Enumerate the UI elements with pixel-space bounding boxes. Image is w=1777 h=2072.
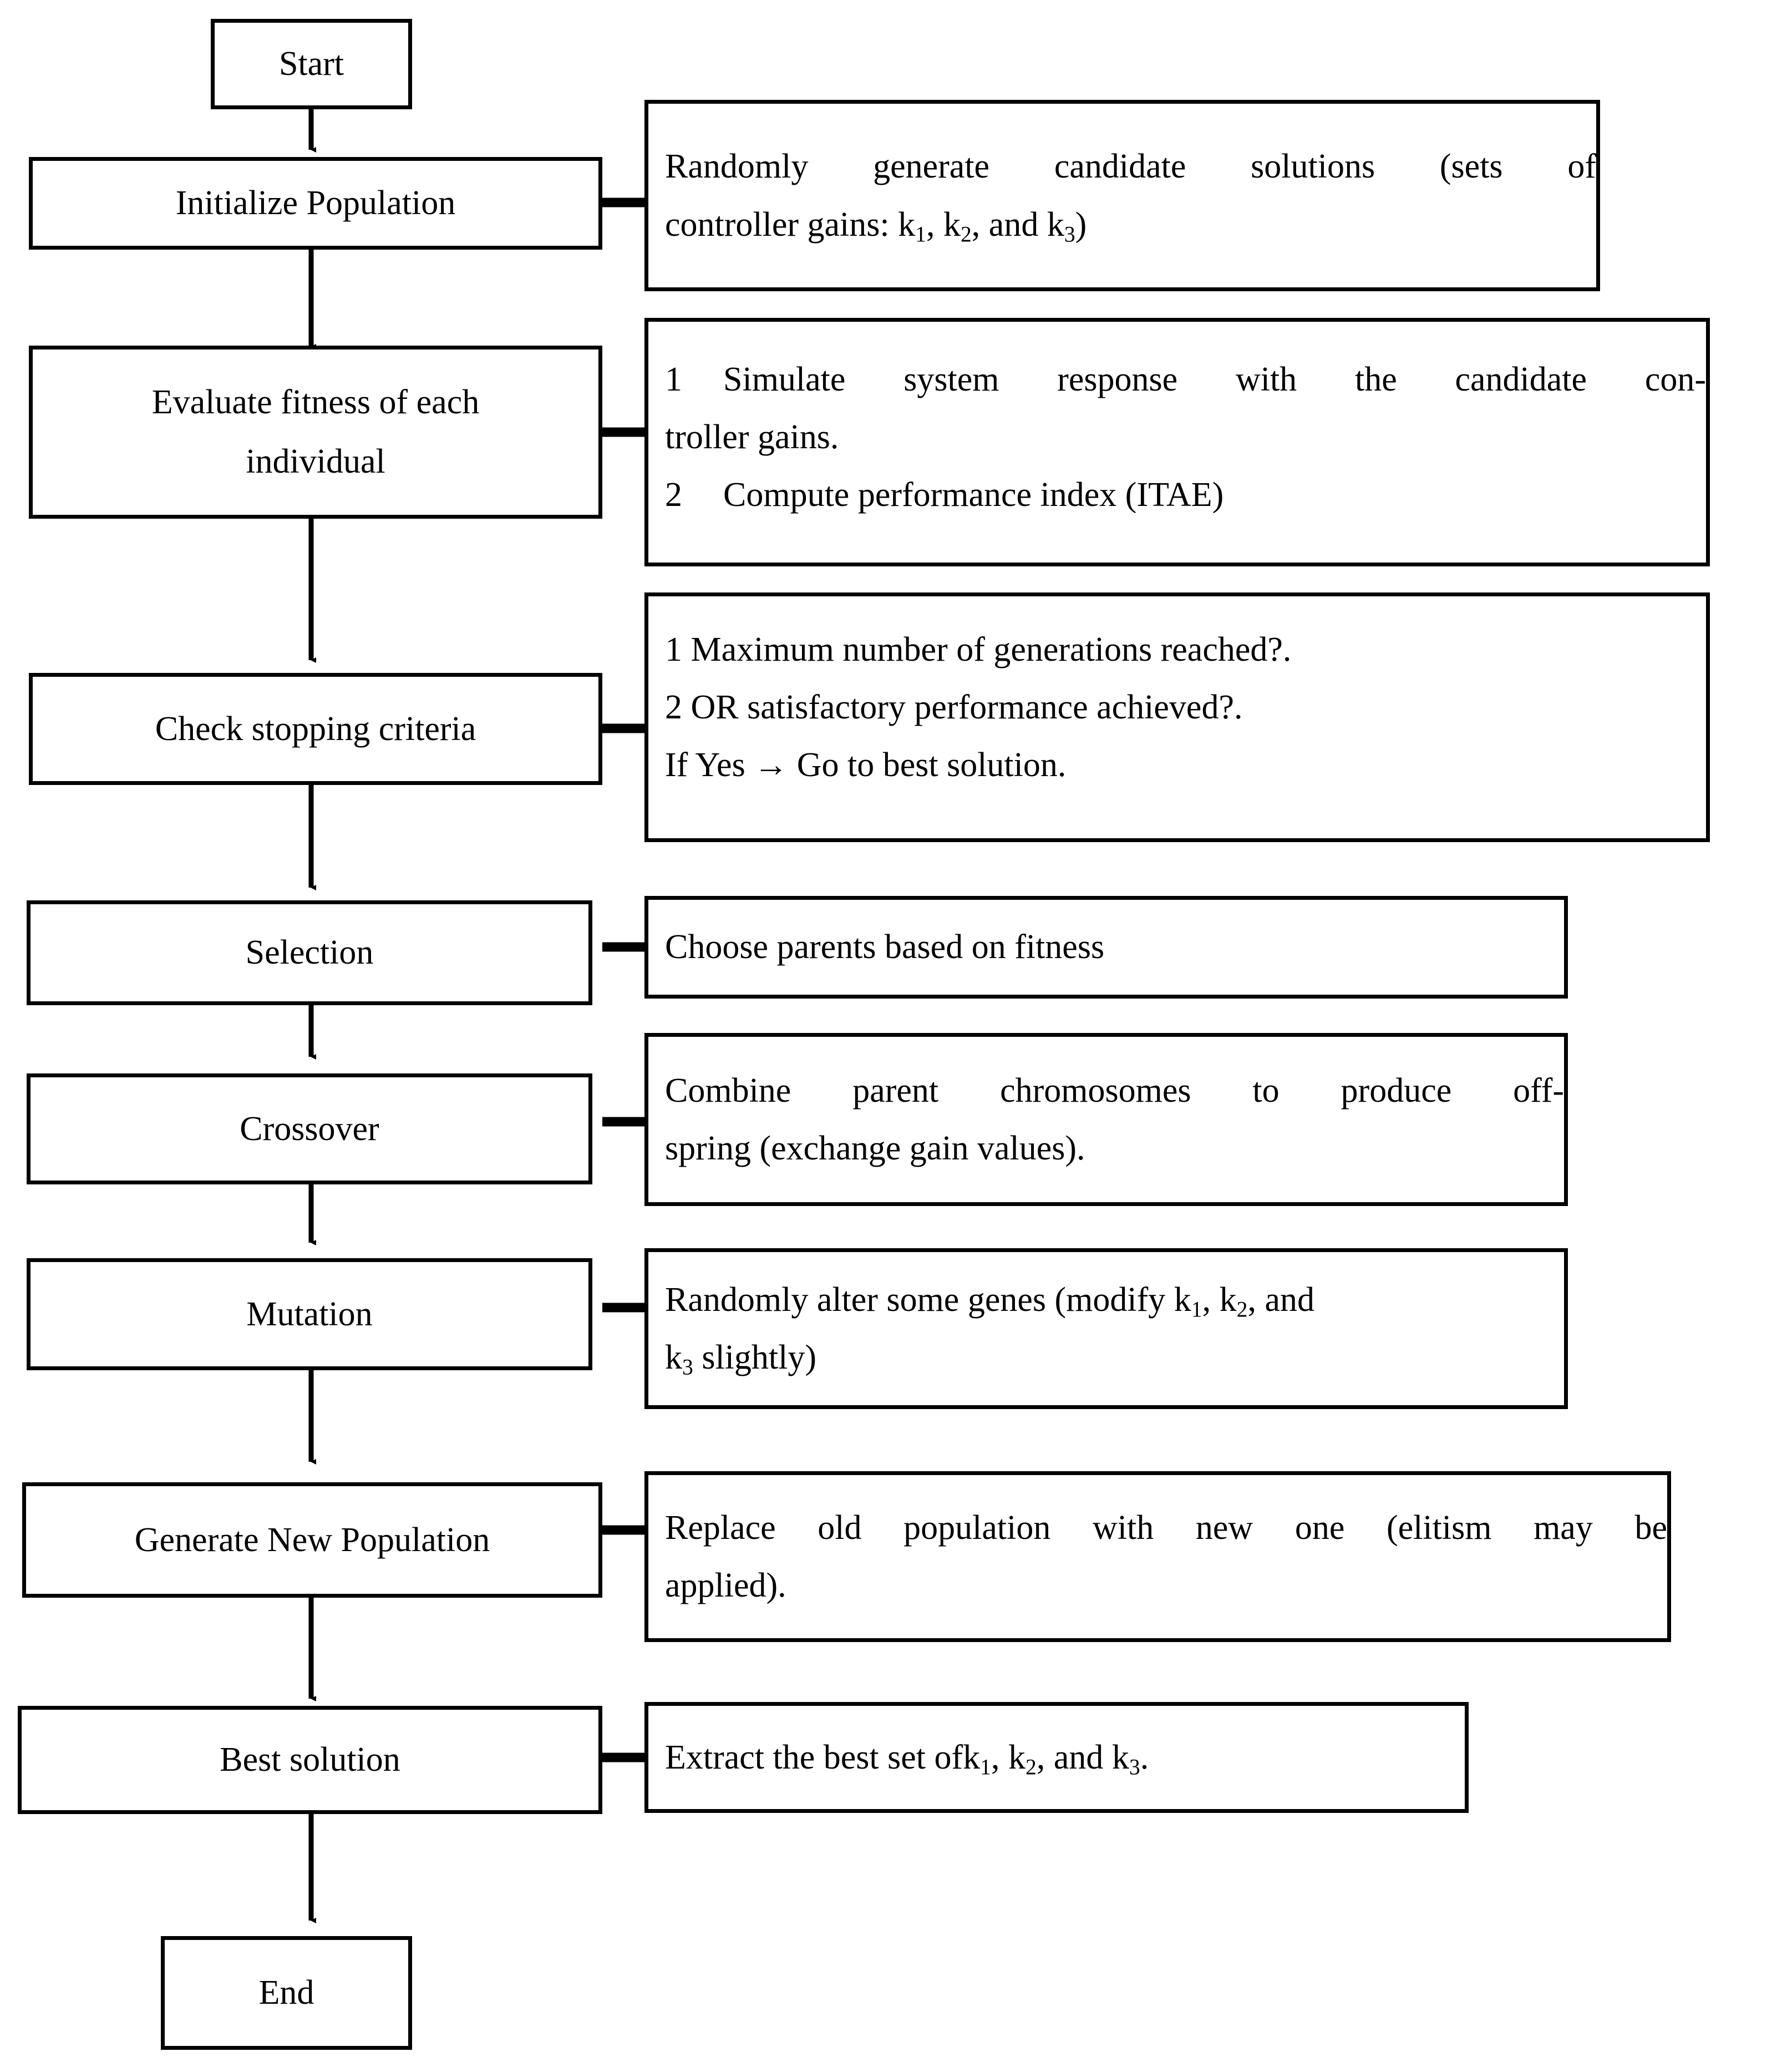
desc-generate-line2: applied). [665, 1567, 786, 1604]
desc-evaluate-item2: 2 Compute performance index (ITAE) [665, 466, 1706, 524]
desc-initialize-population: Randomly generate candidate solutions (s… [644, 100, 1600, 291]
node-evaluate-fitness-label-line2: individual [246, 443, 385, 480]
desc-crossover: Combine parent chromosomes to produce of… [644, 1033, 1568, 1206]
node-crossover[interactable]: Crossover [27, 1073, 592, 1184]
desc-best-line1: Extract the best set ofk1, k2, and k3. [665, 1738, 1149, 1780]
node-end[interactable]: End [161, 1936, 412, 2050]
desc-stopping-criteria: 1 Maximum number of generations reached?… [644, 592, 1710, 842]
node-best-solution[interactable]: Best solution [18, 1706, 602, 1814]
desc-evaluate-fitness: 1 Simulate system response with the cand… [644, 318, 1710, 566]
desc-evaluate-item1: 1 Simulate system response with the cand… [665, 351, 1706, 408]
desc-best-solution: Extract the best set ofk1, k2, and k3. [644, 1702, 1469, 1813]
node-start[interactable]: Start [211, 19, 412, 109]
node-mutation[interactable]: Mutation [27, 1258, 592, 1370]
desc-stopping-line1: 1 Maximum number of generations reached?… [665, 631, 1292, 668]
desc-evaluate-item1-number: 1 [665, 361, 682, 398]
node-mutation-label: Mutation [246, 1295, 373, 1333]
node-best-solution-label: Best solution [220, 1741, 400, 1779]
node-start-label: Start [278, 45, 344, 83]
node-check-stopping-criteria[interactable]: Check stopping criteria [29, 673, 602, 785]
node-generate-new-population-label: Generate New Population [134, 1521, 490, 1559]
desc-generate-new-population: Replace old population with new one (eli… [644, 1471, 1671, 1642]
node-initialize-population[interactable]: Initialize Population [29, 157, 602, 250]
node-evaluate-fitness-label-line1: Evaluate fitness of each [151, 383, 480, 422]
desc-mutation: Randomly alter some genes (modify k1, k2… [644, 1248, 1568, 1409]
desc-mutation-line2: k3 slightly) [665, 1339, 817, 1380]
desc-crossover-line2: spring (exchange gain values). [665, 1129, 1085, 1167]
desc-evaluate-item2-number: 2 [665, 476, 682, 514]
node-check-stopping-criteria-label: Check stopping criteria [155, 710, 476, 748]
desc-selection-line1: Choose parents based on fitness [665, 928, 1105, 966]
desc-evaluate-item1-line2: troller gains. [665, 418, 839, 457]
node-selection[interactable]: Selection [27, 900, 592, 1005]
desc-crossover-line1: Combine parent chromosomes to produce of… [665, 1071, 1564, 1110]
desc-stopping-line3: If Yes → Go to best solution. [665, 746, 1067, 784]
desc-evaluate-item2-text: Compute performance index (ITAE) [723, 476, 1224, 514]
desc-selection: Choose parents based on fitness [644, 896, 1568, 999]
desc-initialize-line2: controller gains: k1, k2, and k3) [665, 205, 1087, 246]
node-end-label: End [258, 1974, 314, 2012]
desc-mutation-line1: Randomly alter some genes (modify k1, k2… [665, 1280, 1314, 1322]
desc-initialize-line1: Randomly generate candidate solutions (s… [665, 148, 1596, 186]
node-crossover-label: Crossover [240, 1110, 379, 1148]
node-generate-new-population[interactable]: Generate New Population [22, 1482, 602, 1598]
node-evaluate-fitness[interactable]: Evaluate fitness of each individual [29, 346, 602, 519]
desc-stopping-line2: 2 OR satisfactory performance achieved?. [665, 688, 1243, 727]
node-initialize-population-label: Initialize Population [175, 184, 456, 222]
desc-evaluate-item1-line1: Simulate system response with the candid… [723, 361, 1706, 398]
node-selection-label: Selection [245, 934, 374, 972]
desc-generate-line1: Replace old population with new one (eli… [665, 1508, 1667, 1547]
